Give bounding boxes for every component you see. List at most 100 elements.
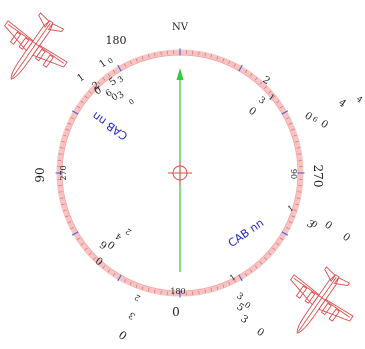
label-ul-6: 0 [92, 85, 104, 98]
compass-minor-tick [84, 95, 88, 99]
label-bl-2: 0 [117, 328, 130, 343]
compass-minor-tick [88, 252, 92, 256]
compass-minor-tick [61, 140, 65, 143]
compass-minor-tick [254, 77, 258, 81]
label-lr-3: 0 [243, 300, 252, 310]
label-ul-5: 2 [90, 80, 102, 93]
compass-minor-tick [129, 281, 132, 286]
label-ul-10: 0 [128, 98, 136, 107]
rotated-labels-lower-left: 2 4 0 6 0 [94, 226, 133, 266]
compass-minor-tick [92, 257, 96, 261]
compass-minor-tick [222, 284, 225, 288]
top-label: NV [172, 22, 189, 33]
compass-minor-tick [222, 58, 225, 62]
label-ur-6: 0 [318, 118, 330, 131]
label-ul-3: 5 [107, 76, 119, 89]
label-lr-5: 0 [254, 326, 266, 339]
label-r-2: 0 [310, 219, 319, 229]
label-ul-2: 0 [107, 57, 115, 66]
compass-minor-tick [147, 288, 150, 292]
compass-minor-tick [216, 56, 219, 60]
compass-minor-tick [249, 269, 253, 273]
compass-minor-tick [210, 288, 213, 292]
label-ur-8: 4 [355, 94, 364, 104]
compass-minor-tick [279, 237, 284, 241]
label-ul-4: 3 [116, 74, 125, 84]
compass-minor-tick [84, 247, 88, 251]
compass-minor-tick [228, 281, 231, 286]
compass-minor-tick [135, 58, 138, 62]
label-ur-4: 0 [302, 110, 314, 123]
label-r-3: 0 [322, 219, 334, 232]
compass-minor-tick [123, 63, 127, 67]
label-ll-3: 6 [98, 238, 110, 251]
compass-minor-tick [107, 73, 111, 77]
compass-minor-tick [276, 242, 280, 246]
compass-minor-tick [70, 116, 74, 120]
label-ur-5: 6 [311, 115, 320, 124]
compass-minor-tick [63, 134, 67, 137]
compass-minor-tick [276, 100, 280, 104]
left-label: 90 [33, 167, 47, 182]
compass-minor-tick [291, 215, 295, 218]
compass-minor-tick [135, 284, 138, 288]
compass-minor-tick [76, 105, 81, 109]
compass-ticks [55, 48, 305, 298]
compass-minor-tick [80, 100, 84, 104]
label-ul-9: 3 [116, 90, 127, 102]
right-inner-number: 90 [289, 169, 298, 179]
compass-minor-tick [233, 279, 237, 283]
compass-minor-tick [97, 81, 101, 85]
compass-major-tick [281, 231, 289, 236]
label-ll-2: 0 [106, 238, 118, 251]
airplane-icon[interactable] [0, 0, 81, 99]
compass-minor-tick [70, 226, 74, 230]
compass-minor-tick [67, 122, 72, 125]
compass-minor-tick [259, 261, 263, 265]
compass-major-tick [117, 274, 122, 282]
label-ur-3: 0 [246, 105, 258, 118]
compass-minor-tick [154, 289, 156, 294]
compass-minor-tick [58, 191, 63, 193]
compass-minor-tick [92, 85, 96, 89]
compass-minor-tick [216, 286, 219, 290]
label-ur-2: 1 [267, 92, 276, 102]
label-ll-1: 4 [114, 231, 123, 241]
compass-minor-tick [160, 51, 162, 56]
label-lr-4: 3 [238, 313, 250, 326]
compass-major-tick [238, 274, 243, 282]
compass-minor-tick [228, 60, 231, 65]
rotated-labels-bottom-left: 2 3 0 [117, 292, 143, 342]
compass-minor-tick [279, 105, 284, 109]
compass-minor-tick [76, 237, 81, 241]
label-lr-0: 1 [228, 272, 237, 282]
compass-minor-tick [65, 215, 69, 218]
compass-minor-tick [293, 209, 297, 212]
compass-minor-tick [264, 85, 268, 89]
compass-minor-tick [107, 269, 111, 273]
compass-minor-tick [59, 197, 64, 199]
airplane-icon[interactable] [268, 254, 365, 349]
compass-minor-tick [288, 221, 293, 224]
cab-label-lower-right: CAB nn [226, 216, 266, 250]
compass-rose [55, 48, 305, 298]
compass-minor-tick [198, 290, 200, 295]
compass-major-tick [238, 64, 243, 72]
right-label: 270 [311, 165, 325, 188]
compass-minor-tick [58, 153, 63, 155]
label-lr-2: 5 [234, 301, 246, 314]
rotated-labels-lower-right: 1 3 5 0 3 0 [228, 272, 266, 339]
compass-minor-tick [297, 153, 302, 155]
compass-minor-tick [160, 290, 162, 295]
bottom-label: 0 [172, 305, 180, 319]
compass-major-tick [71, 231, 79, 236]
compass-minor-tick [264, 257, 268, 261]
compass-minor-tick [141, 286, 144, 290]
label-r-0: 1 [286, 203, 295, 213]
compass-minor-tick [244, 69, 248, 74]
compass-minor-tick [296, 147, 301, 149]
compass-minor-tick [296, 197, 301, 199]
label-ur-0: 2 [260, 74, 272, 87]
rotated-labels-right: 1 3 0 0 0 [286, 203, 352, 244]
